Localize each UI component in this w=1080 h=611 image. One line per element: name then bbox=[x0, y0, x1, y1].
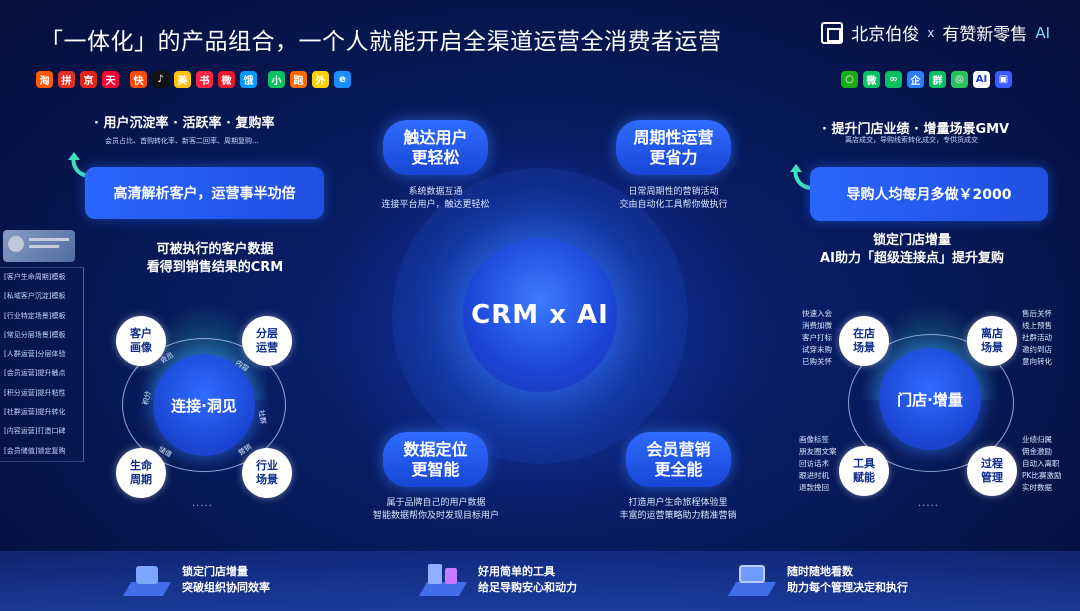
brand-lockup: 北京伯俊 x 有赞新零售 AI bbox=[821, 20, 1050, 45]
caption-cyclic-operation: 日常周期性的营销活动交由自动化工具帮你做执行 bbox=[619, 187, 728, 210]
node-tool-empowerment[interactable]: 工具赋能 bbox=[839, 446, 889, 496]
brand-right-name: 有赞新零售 bbox=[942, 25, 1028, 45]
ai-icon: AI bbox=[973, 71, 990, 88]
pinduoduo-icon: 拼 bbox=[58, 71, 75, 88]
node-industry-scene[interactable]: 行业场景 bbox=[242, 448, 292, 498]
right-hub: 门店·增量 bbox=[879, 348, 981, 450]
list-item: [人群运营]分层体验 bbox=[4, 350, 66, 359]
left-metrics-title: · 用户沉淀率 · 活跃率 · 复购率 bbox=[94, 116, 275, 131]
running-icon: 跑 bbox=[290, 71, 307, 88]
crm-ai-core: CRM x AI bbox=[463, 238, 617, 392]
kuaishou-icon: 快 bbox=[130, 71, 147, 88]
list-item: [行业特定场景]模板 bbox=[4, 311, 66, 320]
xiaohongshu-icon: 书 bbox=[196, 71, 213, 88]
list-item: [会员运营]提升触点 bbox=[4, 369, 66, 378]
pill-member-marketing[interactable]: 会员营销 更全能 bbox=[626, 432, 731, 487]
bojun-logo-icon bbox=[821, 21, 844, 44]
brand-separator: x bbox=[927, 25, 935, 40]
node-customer-profile[interactable]: 客户画像 bbox=[116, 316, 166, 366]
left-orbit bbox=[122, 338, 286, 472]
mini-program-icon: 小 bbox=[268, 71, 285, 88]
list-item: [常见分层场景]模板 bbox=[4, 330, 66, 339]
douyin-icon: ♪ bbox=[152, 71, 169, 88]
right-metrics-sub: 离店成交，导购线索转化成交，专供货成交 bbox=[845, 136, 978, 144]
caption-data-positioning: 属于品牌自己的用户数据智能数据帮你及时发现目标用户 bbox=[372, 498, 499, 521]
eleme-icon: 饿 bbox=[240, 71, 257, 88]
right-section-heading: 锁定门店增量 AI助力「超级连接点」提升复购 bbox=[820, 233, 1004, 266]
left-hub: 连接·洞见 bbox=[153, 354, 255, 456]
link-icon: ∞ bbox=[885, 71, 902, 88]
chat-icon: ▣ bbox=[995, 71, 1012, 88]
footer-item-store-growth: 锁定门店增量突破组织协同效率 bbox=[122, 560, 270, 600]
list-item: [内容运营]打造口碑 bbox=[4, 427, 66, 436]
curved-arrow-icon bbox=[790, 164, 812, 190]
search-app-icon: ○ bbox=[841, 71, 858, 88]
brand-ai-mark: AI bbox=[1035, 23, 1050, 42]
page-title: 「一体化」的产品组合，一个人就能开启全渠道运营全消费者运营 bbox=[40, 29, 722, 55]
left-highlight-bar: 高清解析客户，运营事半功倍 bbox=[85, 167, 324, 219]
meituan-icon: 美 bbox=[174, 71, 191, 88]
footer-item-easy-tools: 好用简单的工具给足导购安心和动力 bbox=[418, 560, 577, 600]
right-highlight-bar: 导购人均每月多做￥2000 bbox=[810, 167, 1048, 221]
pill-data-positioning[interactable]: 数据定位 更智能 bbox=[383, 432, 488, 487]
list-item: [会员储值]锁定复购 bbox=[4, 446, 66, 455]
meituan-waimai-icon: 外 bbox=[312, 71, 329, 88]
template-list: [客户生命周期]模板 [私域客户沉淀]模板 [行业特定场景]模板 [常见分层场景… bbox=[0, 267, 84, 462]
left-section-heading: 可被执行的客户数据 看得到销售结果的CRM bbox=[146, 242, 284, 275]
moments-icon: ◎ bbox=[951, 71, 968, 88]
node-in-store-scene[interactable]: 在店场景 bbox=[839, 316, 889, 366]
right-ellipsis: ..... bbox=[918, 498, 939, 509]
list-item: [私域客户沉淀]模板 bbox=[4, 292, 66, 301]
ele-icon: e bbox=[334, 71, 351, 88]
list-item: [客户生命周期]模板 bbox=[4, 273, 66, 281]
crm-thumbnail bbox=[3, 230, 75, 262]
node-off-store-scene[interactable]: 离店场景 bbox=[967, 316, 1017, 366]
list-item: [积分运营]提升粘性 bbox=[4, 388, 66, 397]
tmall-icon: 天 bbox=[102, 71, 119, 88]
group-icon: 群 bbox=[929, 71, 946, 88]
list-item: [社群运营]提升转化 bbox=[4, 408, 66, 417]
pill-cyclic-operation[interactable]: 周期性运营 更省力 bbox=[616, 120, 731, 175]
node-lifecycle[interactable]: 生命周期 bbox=[116, 448, 166, 498]
channel-icons-right: ○ 微 ∞ 企群 ◎ AI ▣ bbox=[841, 71, 1012, 88]
node-tiered-operation[interactable]: 分层运营 bbox=[242, 316, 292, 366]
wechat-icon: 微 bbox=[863, 71, 880, 88]
brand-left-name: 北京伯俊 bbox=[851, 25, 920, 45]
right-text-bottom-left: 画像标签朋友圈文案回访话术跟进时机退款挽回 bbox=[799, 435, 837, 492]
jd-icon: 京 bbox=[80, 71, 97, 88]
left-ellipsis: ..... bbox=[192, 498, 213, 509]
right-text-top-right: 售后关怀线上预售社群活动邀约到店意向转化 bbox=[1022, 309, 1052, 366]
isometric-dashboard-icon bbox=[727, 560, 777, 600]
weibo-icon: 微 bbox=[218, 71, 235, 88]
caption-reach-users: 系统数据互通连接平台用户，触达更轻松 bbox=[381, 187, 490, 210]
footer-item-data-anywhere: 随时随地看数助力每个管理决定和执行 bbox=[727, 560, 908, 600]
isometric-platform-icon bbox=[122, 560, 172, 600]
right-metrics-title: · 提升门店业绩 · 增量场景GMV bbox=[822, 122, 1010, 137]
taobao-icon: 淘 bbox=[36, 71, 53, 88]
left-metrics-sub: 会员占比、首购转化率、新客二回率、周期复购... bbox=[105, 137, 259, 145]
right-text-top-left: 快速入会消费加微客户打标试穿未购已购关怀 bbox=[802, 309, 832, 366]
right-orbit bbox=[848, 334, 1014, 472]
isometric-tools-icon bbox=[418, 560, 468, 600]
node-process-management[interactable]: 过程管理 bbox=[967, 446, 1017, 496]
footer-bar bbox=[0, 551, 1080, 611]
wecom-icon: 企 bbox=[907, 71, 924, 88]
pill-reach-users[interactable]: 触达用户 更轻松 bbox=[383, 120, 488, 175]
caption-member-marketing: 打造用户生命旅程体验里丰富的运营策略助力精准营销 bbox=[619, 498, 737, 521]
